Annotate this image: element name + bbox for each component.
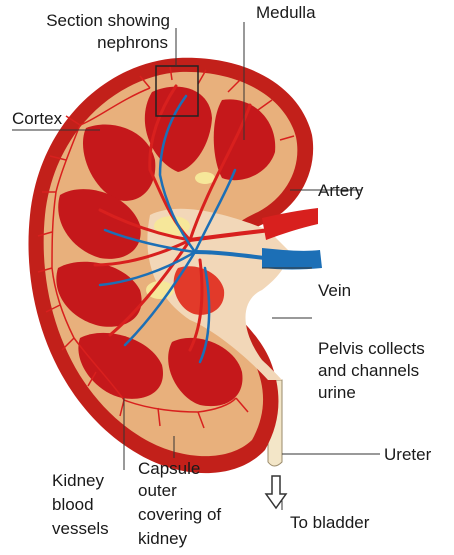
- fat-deposit: [195, 172, 215, 184]
- label-ureter: Ureter: [384, 445, 432, 464]
- label-vein: Vein: [318, 281, 351, 300]
- label-cortex: Cortex: [12, 109, 63, 128]
- down-arrow-icon: [266, 476, 286, 508]
- label-capsule-1: Capsule: [138, 459, 200, 478]
- label-section-nephrons: Section showing: [46, 11, 170, 30]
- label-capsule-3: covering of: [138, 505, 221, 524]
- label-artery: Artery: [318, 181, 364, 200]
- renal-vein-trunk: [262, 248, 322, 270]
- label-section-nephrons-2: nephrons: [97, 33, 168, 52]
- label-capsule-2: outer: [138, 481, 177, 500]
- label-vessels-3: vessels: [52, 519, 109, 538]
- label-pelvis-3: urine: [318, 383, 356, 402]
- label-vessels-2: blood: [52, 495, 94, 514]
- label-pelvis-2: and channels: [318, 361, 419, 380]
- label-to-bladder: To bladder: [290, 513, 370, 532]
- label-capsule-4: kidney: [138, 529, 188, 548]
- label-vessels-1: Kidney: [52, 471, 104, 490]
- label-pelvis-1: Pelvis collects: [318, 339, 425, 358]
- label-medulla: Medulla: [256, 3, 316, 22]
